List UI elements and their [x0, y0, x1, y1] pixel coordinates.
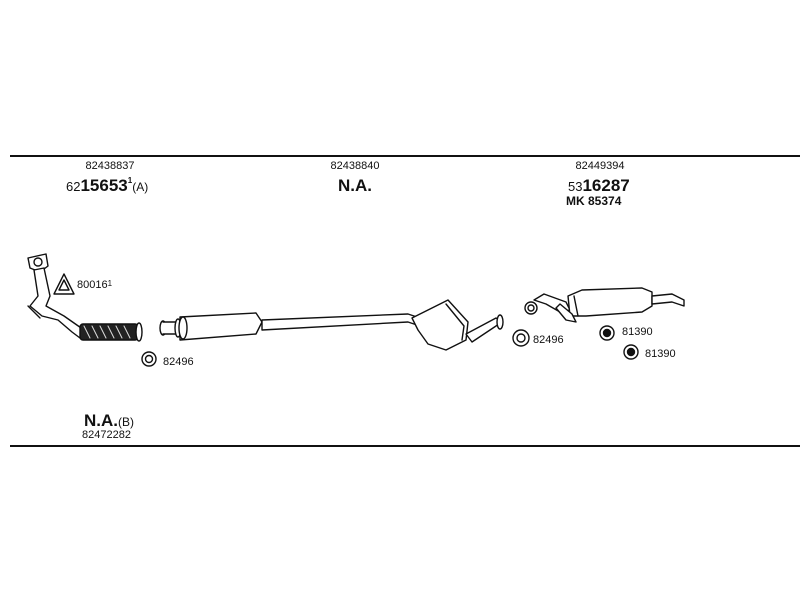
- kit-code: MK 85374: [566, 194, 622, 208]
- middle-pipe-assembly: [159, 299, 504, 351]
- code-prefix: 62: [66, 179, 81, 194]
- callout-gasket-front: 800161: [77, 280, 112, 291]
- flex-pipe: [79, 322, 143, 342]
- part-number-rear-silencer: 82449394: [575, 160, 625, 172]
- callout-superscript: 1: [107, 279, 113, 288]
- front-downpipe: [27, 253, 85, 339]
- callout-clamp-front: 82496: [163, 356, 194, 368]
- bottom-part-number: 82472282: [82, 429, 131, 441]
- code-superscript: 1: [127, 176, 133, 185]
- part-number-middle-pipe: 82438840: [330, 160, 380, 172]
- code-main: 16287: [582, 176, 630, 195]
- part-number-front-pipe: 82438837: [85, 160, 135, 172]
- callout-label: 80016: [77, 279, 108, 291]
- callout-rubber-mount-1: 81390: [622, 326, 653, 338]
- bottom-code: N.A.(B): [84, 412, 134, 429]
- code-middle-pipe: N.A.: [338, 176, 372, 195]
- code-rear-silencer: 5316287: [568, 177, 630, 194]
- code-prefix: 53: [568, 179, 583, 194]
- code-front-pipe: 62156531(A): [66, 176, 149, 195]
- top-divider: [10, 155, 800, 157]
- bottom-divider: [10, 445, 800, 447]
- callout-clamp-middle: 82496: [533, 334, 564, 346]
- code-suffix: (A): [132, 180, 149, 194]
- code-main: 15653: [80, 176, 128, 195]
- bottom-code-suffix: (B): [118, 415, 134, 429]
- bottom-code-main: N.A.: [84, 411, 118, 430]
- callout-rubber-mount-2: 81390: [645, 348, 676, 360]
- rear-silencer-assembly: [524, 287, 685, 323]
